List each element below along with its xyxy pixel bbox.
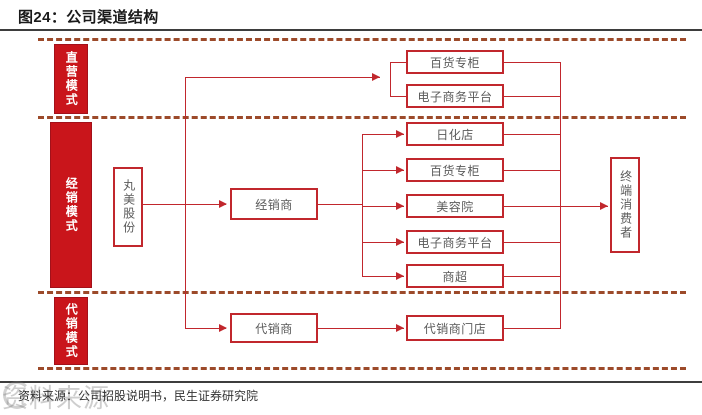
connector-store-to-consumer-bus — [504, 328, 561, 329]
node-consignment-agent[interactable]: 代销商 — [230, 313, 318, 343]
mode-label-consignment: 代销模式 — [54, 297, 88, 365]
connector-bus-to-department-counter — [362, 170, 404, 171]
connector-trunk-to-direct — [185, 77, 380, 78]
node-dist-supermarket[interactable]: 商超 — [406, 264, 504, 288]
connector-trunk-vertical — [185, 77, 186, 328]
connector-beauty-salon-to-consumer-bus — [504, 206, 561, 207]
arrow-bus-to-department-counter — [396, 165, 404, 174]
node-direct-ecommerce-platform[interactable]: 电子商务平台 — [406, 84, 504, 108]
node-dist-daily-chemical-store[interactable]: 日化店 — [406, 122, 504, 146]
connector-counter-to-consumer-bus — [504, 62, 561, 63]
connector-direct-to-ecommerce — [390, 96, 408, 97]
connector-bus-to-ecommerce — [362, 242, 404, 243]
arrow-bus-to-end-consumer — [600, 201, 608, 210]
footer-divider — [0, 381, 702, 383]
arrow-bus-to-ecommerce — [396, 237, 404, 246]
band-separator-top — [38, 38, 686, 41]
connector-bus-to-daily-chemical — [362, 134, 404, 135]
node-end-consumer[interactable]: 终端消费者 — [610, 157, 640, 253]
mode-label-direct: 直营模式 — [54, 44, 88, 114]
connector-company-to-distributor — [143, 204, 226, 205]
node-dist-ecommerce-platform[interactable]: 电子商务平台 — [406, 230, 504, 254]
title-divider — [0, 29, 702, 31]
arrow-agent-to-store — [396, 323, 404, 332]
connector-supermarket-to-consumer-bus — [504, 276, 561, 277]
connector-distributor-to-bus — [318, 204, 362, 205]
node-direct-department-counter[interactable]: 百货专柜 — [406, 50, 504, 74]
connector-bus-to-supermarket — [362, 276, 404, 277]
node-company[interactable]: 丸美股份 — [113, 167, 143, 247]
connector-consumer-collector-bus — [560, 62, 561, 328]
connector-direct-to-counter — [390, 62, 408, 63]
arrow-bus-to-beauty-salon — [396, 201, 404, 210]
arrow-company-to-distributor — [219, 199, 227, 208]
arrow-bus-to-supermarket — [396, 271, 404, 280]
connector-bus-to-end-consumer — [560, 206, 608, 207]
band-separator-distribution-consignment — [38, 291, 686, 294]
connector-dist-counter-to-consumer-bus — [504, 170, 561, 171]
connector-bus-to-beauty-salon — [362, 206, 404, 207]
arrow-trunk-to-consignment-agent — [219, 323, 227, 332]
connector-distribution-fan-bus — [362, 134, 363, 276]
figure-title: 图24：公司渠道结构 — [18, 9, 159, 26]
band-separator-direct-distribution — [38, 116, 686, 119]
connector-dist-ecommerce-to-consumer-bus — [504, 242, 561, 243]
arrow-bus-to-daily-chemical — [396, 129, 404, 138]
connector-trunk-to-consignment-agent — [185, 328, 226, 329]
connector-direct-split-bus — [390, 62, 391, 96]
connector-agent-to-store — [318, 328, 404, 329]
connector-direct-ecommerce-to-consumer-bus — [504, 96, 561, 97]
node-consignment-store[interactable]: 代销商门店 — [406, 315, 504, 341]
band-separator-bottom — [38, 367, 686, 370]
node-dist-department-counter[interactable]: 百货专柜 — [406, 158, 504, 182]
connector-daily-chemical-to-consumer-bus — [504, 134, 561, 135]
mode-label-distribution: 经销模式 — [50, 122, 92, 288]
node-distributor[interactable]: 经销商 — [230, 188, 318, 220]
node-dist-beauty-salon[interactable]: 美容院 — [406, 194, 504, 218]
arrow-trunk-to-direct — [372, 72, 380, 81]
figure-source: 资料来源：公司招股说明书，民生证券研究院 — [18, 389, 259, 403]
